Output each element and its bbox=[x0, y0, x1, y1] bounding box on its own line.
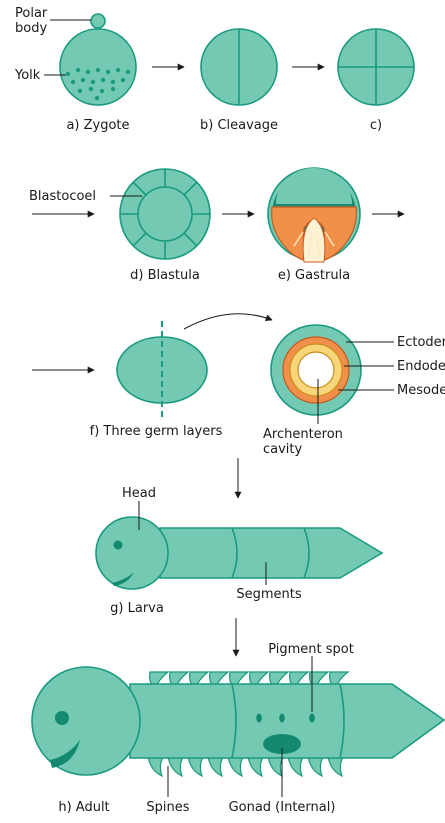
adult-stage: Pigment spot Gonad (Internal) Spines h) … bbox=[32, 642, 444, 815]
archenteron-cavity bbox=[298, 352, 334, 388]
blastocoel-label: Blastocoel bbox=[29, 189, 96, 204]
cleavage-stage: b) Cleavage bbox=[200, 29, 278, 133]
head-label: Head bbox=[122, 486, 156, 501]
cleavage-caption: b) Cleavage bbox=[200, 118, 278, 133]
larva-head bbox=[96, 517, 168, 589]
germ-layers-stage: Ectoderm Endoderm Mesoderm Archenteron c… bbox=[90, 314, 445, 457]
zygote-stage: Polar body Yolk a) Zygote bbox=[14, 6, 136, 133]
adult-head bbox=[32, 667, 140, 775]
yolk-label: Yolk bbox=[14, 68, 41, 83]
archenteron-label-line1: Archenteron bbox=[263, 427, 343, 442]
pigment-spot-label: Pigment spot bbox=[268, 642, 354, 657]
curved-arrow-to-cross-section bbox=[184, 314, 272, 329]
pigment-spot-center bbox=[279, 714, 285, 723]
archenteron-label-line2: cavity bbox=[263, 442, 303, 457]
adult-caption: h) Adult bbox=[58, 800, 109, 815]
segments-label: Segments bbox=[236, 587, 302, 602]
germ-layers-caption: f) Three germ layers bbox=[90, 424, 223, 439]
larva-stage: Head Segments g) Larva bbox=[96, 486, 382, 616]
zygote-caption: a) Zygote bbox=[66, 118, 129, 133]
pigment-spot-left bbox=[256, 714, 262, 723]
adult-eye bbox=[55, 711, 69, 725]
mesoderm-label: Mesoderm bbox=[397, 383, 445, 398]
spines-label: Spines bbox=[146, 800, 189, 815]
larva-trunk bbox=[160, 528, 382, 578]
gastrula-caption: e) Gastrula bbox=[278, 268, 350, 283]
zygote-cell bbox=[60, 29, 136, 105]
blastocoel-cavity bbox=[138, 187, 192, 241]
larva-caption: g) Larva bbox=[110, 601, 164, 616]
c-caption: c) bbox=[370, 118, 382, 133]
polar-body-label-line1: Polar bbox=[15, 6, 48, 21]
blastula-caption: d) Blastula bbox=[130, 268, 200, 283]
four-cell-stage: c) bbox=[338, 29, 414, 133]
ectoderm-label: Ectoderm bbox=[397, 335, 445, 350]
polar-body-label-line2: body bbox=[15, 21, 47, 36]
blastula-stage: Blastocoel d) Blastula bbox=[29, 169, 210, 283]
pigment-spot-right bbox=[309, 714, 315, 723]
ventral-spines bbox=[148, 756, 344, 776]
gastrula-stage: e) Gastrula bbox=[268, 168, 360, 283]
endoderm-label: Endoderm bbox=[397, 359, 445, 374]
larva-eye bbox=[114, 541, 123, 550]
gonad-label: Gonad (Internal) bbox=[229, 800, 336, 815]
polar-body bbox=[91, 14, 105, 28]
gastrula-blastocoel bbox=[276, 168, 352, 204]
